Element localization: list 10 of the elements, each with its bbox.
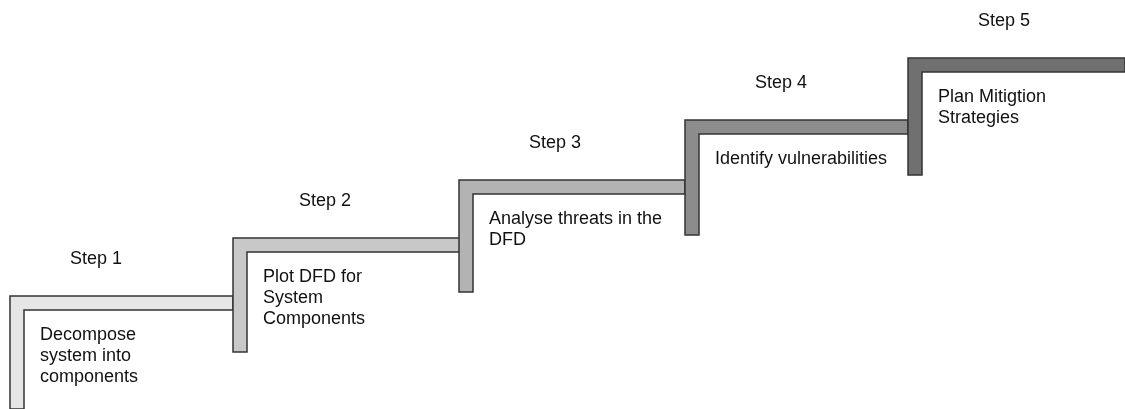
step-description: Analyse threats in the DFD (489, 208, 664, 250)
step-heading: Step 4 (755, 72, 808, 93)
step-description: Plot DFD for System Components (263, 266, 367, 329)
step-heading: Step 1 (70, 248, 123, 269)
step-heading: Step 5 (978, 10, 1031, 31)
step-heading: Step 3 (529, 132, 582, 153)
step-description: Identify vulnerabilities (715, 148, 889, 169)
step-description: Plan Mitigtion Strategies (938, 86, 1048, 128)
step-heading: Step 2 (299, 190, 352, 211)
step-description: Decompose system into components (40, 324, 140, 387)
